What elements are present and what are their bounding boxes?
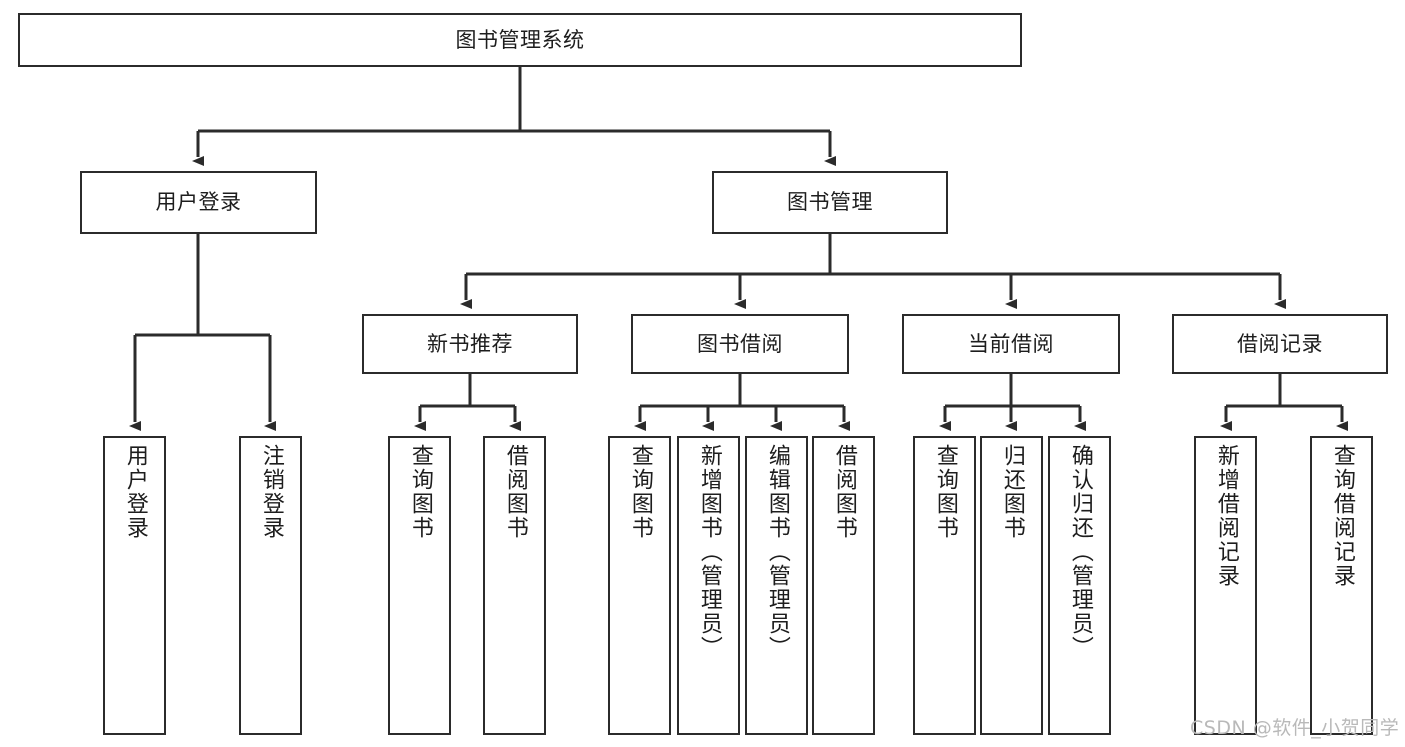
node-current-borrow[interactable]: 当前借阅	[902, 314, 1120, 374]
node-leaf-add-book[interactable]: 新增图书（管理员）	[677, 436, 740, 735]
node-leaf-confirm-return-label: 确认归还（管理员）	[1067, 444, 1093, 660]
node-book-manage[interactable]: 图书管理	[712, 171, 948, 234]
node-leaf-user-login-label: 用户登录	[122, 444, 148, 540]
node-user-login[interactable]: 用户登录	[80, 171, 317, 234]
node-leaf-query-book-3[interactable]: 查询图书	[913, 436, 976, 735]
node-book-manage-label: 图书管理	[787, 190, 873, 215]
node-leaf-edit-book[interactable]: 编辑图书（管理员）	[745, 436, 808, 735]
node-user-login-label: 用户登录	[155, 190, 242, 215]
node-leaf-add-book-label: 新增图书（管理员）	[696, 444, 722, 660]
node-leaf-user-login[interactable]: 用户登录	[103, 436, 166, 735]
node-leaf-borrow-book-2-label: 借阅图书	[831, 444, 857, 540]
node-leaf-borrow-book-2[interactable]: 借阅图书	[812, 436, 875, 735]
node-root[interactable]: 图书管理系统	[18, 13, 1022, 67]
node-book-borrow-label: 图书借阅	[697, 331, 783, 356]
node-leaf-query-book-3-label: 查询图书	[932, 444, 958, 540]
csdn-watermark: CSDN @软件_小贺同学	[1190, 717, 1400, 739]
node-borrow-record[interactable]: 借阅记录	[1172, 314, 1388, 374]
node-leaf-query-book-2-label: 查询图书	[627, 444, 653, 540]
node-leaf-return-book[interactable]: 归还图书	[980, 436, 1043, 735]
node-leaf-return-book-label: 归还图书	[999, 444, 1025, 540]
node-leaf-add-record[interactable]: 新增借阅记录	[1194, 436, 1257, 735]
node-leaf-query-record-label: 查询借阅记录	[1329, 444, 1355, 588]
node-leaf-logout-label: 注销登录	[258, 444, 284, 540]
node-book-borrow[interactable]: 图书借阅	[631, 314, 849, 374]
node-leaf-add-record-label: 新增借阅记录	[1213, 444, 1239, 588]
node-root-label: 图书管理系统	[455, 27, 585, 52]
node-new-book-rec-label: 新书推荐	[427, 331, 513, 356]
node-leaf-borrow-book-1-label: 借阅图书	[502, 444, 528, 540]
node-leaf-query-book-1[interactable]: 查询图书	[388, 436, 451, 735]
node-current-borrow-label: 当前借阅	[968, 331, 1054, 356]
node-borrow-record-label: 借阅记录	[1237, 331, 1323, 356]
node-leaf-query-book-2[interactable]: 查询图书	[608, 436, 671, 735]
node-leaf-confirm-return[interactable]: 确认归还（管理员）	[1048, 436, 1111, 735]
node-leaf-edit-book-label: 编辑图书（管理员）	[764, 444, 790, 660]
node-leaf-logout[interactable]: 注销登录	[239, 436, 302, 735]
node-new-book-rec[interactable]: 新书推荐	[362, 314, 578, 374]
node-leaf-query-record[interactable]: 查询借阅记录	[1310, 436, 1373, 735]
node-leaf-borrow-book-1[interactable]: 借阅图书	[483, 436, 546, 735]
node-leaf-query-book-1-label: 查询图书	[407, 444, 433, 540]
